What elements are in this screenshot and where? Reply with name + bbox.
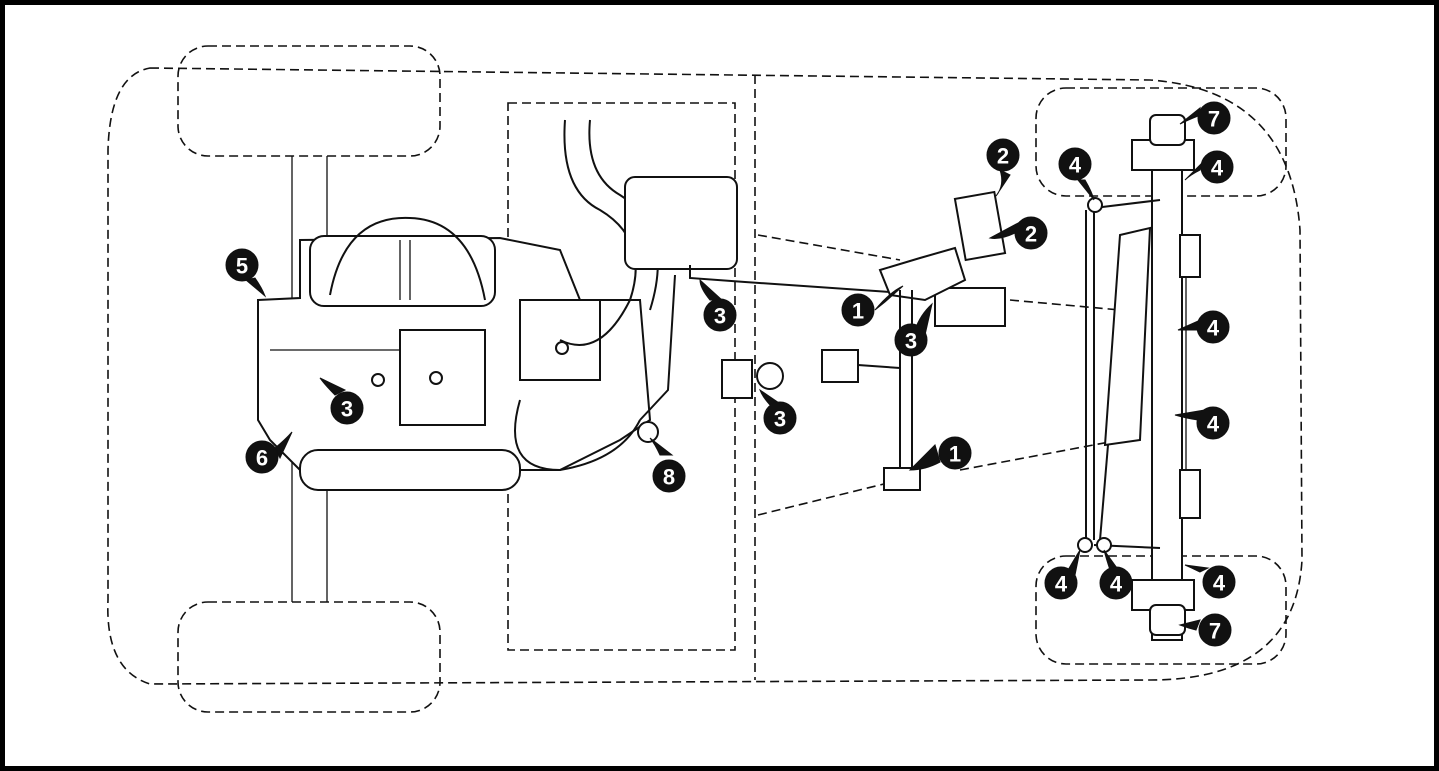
callout-4-lower-torsion-arm: 4 [1174, 406, 1230, 440]
svg-text:4: 4 [1207, 316, 1220, 341]
rear-right-wheel [177, 601, 441, 713]
callout-5-oil-filler: 5 [225, 248, 267, 298]
svg-text:7: 7 [1208, 107, 1220, 132]
callout-2-brake-pedal: 2 [988, 216, 1048, 250]
callout-4-upper-torsion-arm: 4 [1177, 310, 1230, 344]
front-right-wheel [1035, 555, 1287, 665]
svg-text:1: 1 [949, 442, 961, 467]
svg-text:4: 4 [1207, 412, 1220, 437]
svg-text:4: 4 [1211, 156, 1224, 181]
callout-1-pedal-bracket: 1 [908, 436, 972, 471]
svg-text:1: 1 [852, 299, 864, 324]
fluid-reservoir [624, 176, 891, 421]
svg-text:6: 6 [256, 446, 268, 471]
callout-3-cable-fitting: 3 [759, 388, 797, 435]
svg-text:4: 4 [1110, 572, 1123, 597]
callout-7-lower-wheel-bearing: 7 [1178, 613, 1232, 647]
svg-text:3: 3 [341, 397, 353, 422]
callout-1-pedal-pivot: 1 [841, 285, 904, 327]
engine-assembly [257, 119, 659, 491]
svg-text:5: 5 [236, 254, 248, 279]
svg-text:7: 7 [1209, 619, 1221, 644]
guide-lines [757, 234, 1121, 516]
callout-4-upper-kingpin: 4 [1184, 150, 1234, 184]
callout-4-lower-kingpin: 4 [1184, 564, 1236, 599]
svg-text:8: 8 [663, 465, 675, 490]
svg-text:4: 4 [1055, 572, 1068, 597]
svg-text:2: 2 [997, 144, 1009, 169]
callout-3-reservoir-outlet: 3 [699, 278, 737, 332]
cable-fitting [721, 359, 784, 399]
callout-3-pedal-cable: 3 [894, 302, 933, 357]
svg-text:4: 4 [1213, 571, 1226, 596]
callout-8-transmission-fill: 8 [649, 437, 686, 493]
svg-text:2: 2 [1025, 222, 1037, 247]
callout-7-upper-wheel-bearing: 7 [1179, 101, 1231, 135]
svg-text:4: 4 [1069, 153, 1082, 178]
callout-2-clutch-pedal: 2 [986, 138, 1020, 197]
callout-4-lower-tie-rod-left: 4 [1044, 549, 1081, 600]
svg-text:3: 3 [905, 329, 917, 354]
svg-text:3: 3 [714, 304, 726, 329]
callout-4-lower-tie-rod-right: 4 [1099, 549, 1133, 600]
callout-4-upper-tie-rod-end: 4 [1058, 147, 1095, 201]
rear-left-wheel [177, 45, 441, 157]
callout-3-carburetor-linkage: 3 [319, 377, 364, 425]
svg-text:3: 3 [774, 407, 786, 432]
front-suspension [1077, 114, 1201, 641]
callout-6-oil-drain: 6 [245, 431, 293, 474]
